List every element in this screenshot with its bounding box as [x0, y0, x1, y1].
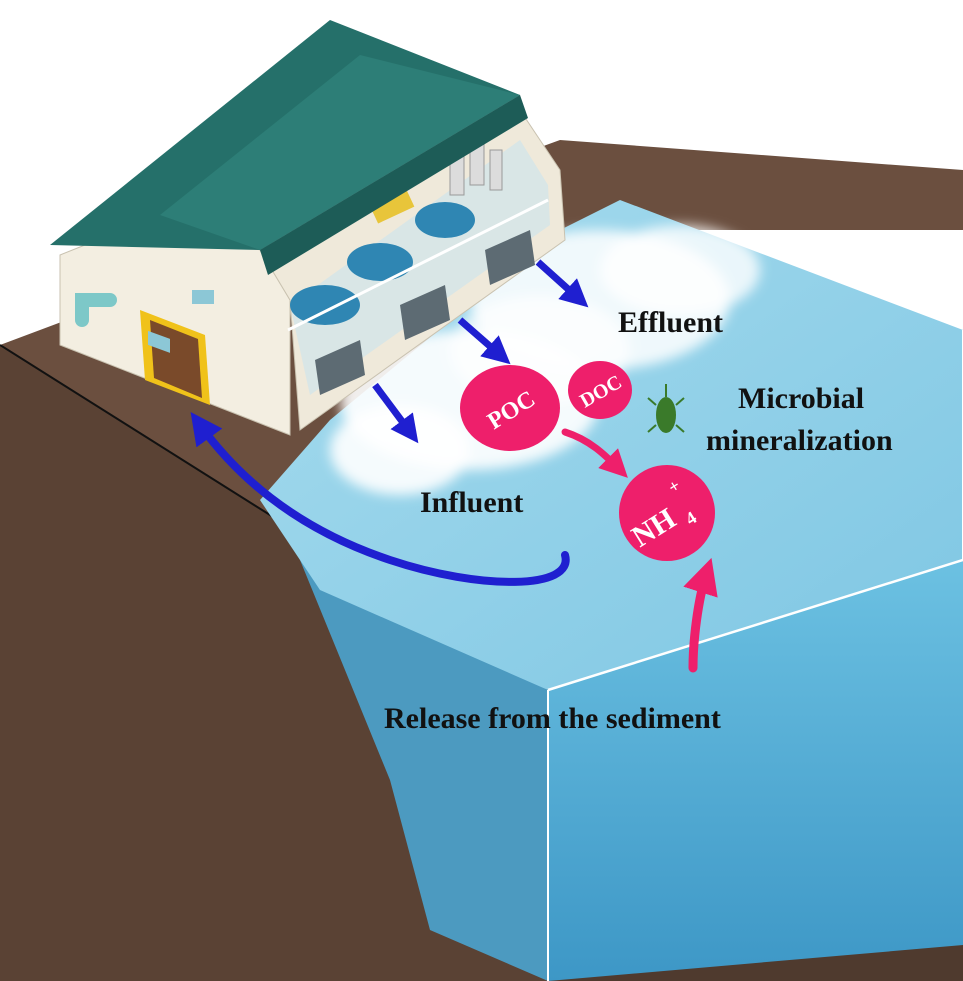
soil-top-surface — [0, 140, 963, 560]
inlet-pipe — [75, 293, 117, 327]
blue-flow-arrow — [535, 259, 589, 308]
building-interior — [290, 140, 550, 395]
influent-label: Influent — [420, 486, 523, 519]
effluent-label: Effluent — [618, 306, 723, 339]
pink-release-arrow — [683, 557, 718, 673]
outlet-opening-2 — [400, 285, 450, 340]
blue-return-arrow — [190, 412, 570, 586]
poc-bubble: POC — [460, 365, 560, 451]
blue-flow-arrow — [457, 317, 511, 365]
microbial-label: Microbial — [738, 382, 864, 415]
nh4-bubble: NH 4 + — [619, 465, 715, 561]
aquaculture-building — [50, 20, 566, 436]
roof-front-slope — [160, 55, 520, 250]
end-wall-window-1 — [148, 330, 170, 353]
pink-transform-arrow — [561, 428, 628, 478]
fish-tank-1 — [290, 285, 360, 325]
roof-lower-edge — [260, 95, 528, 275]
walkway-rail — [287, 198, 549, 332]
water-left-face — [300, 560, 548, 981]
fish-tank-2 — [347, 243, 413, 281]
release-label: Release from the sediment — [384, 702, 721, 735]
microbe-icon — [647, 384, 685, 433]
outlet-opening-1 — [315, 340, 365, 395]
control-console — [369, 188, 415, 224]
fish-tank-3 — [415, 202, 475, 238]
water-edge-front — [547, 558, 963, 692]
effluent-flow-arrows — [372, 259, 589, 444]
water-right-face — [548, 560, 963, 981]
water-top-surface — [260, 200, 963, 690]
mineralization-label: mineralization — [706, 424, 893, 457]
end-wall-window-2 — [192, 290, 214, 304]
blue-flow-arrow — [372, 382, 419, 444]
water-body — [260, 200, 963, 981]
outlet-opening-3 — [485, 230, 535, 285]
equipment-cylinder-3 — [489, 149, 503, 191]
doc-bubble: DOC — [568, 361, 632, 419]
